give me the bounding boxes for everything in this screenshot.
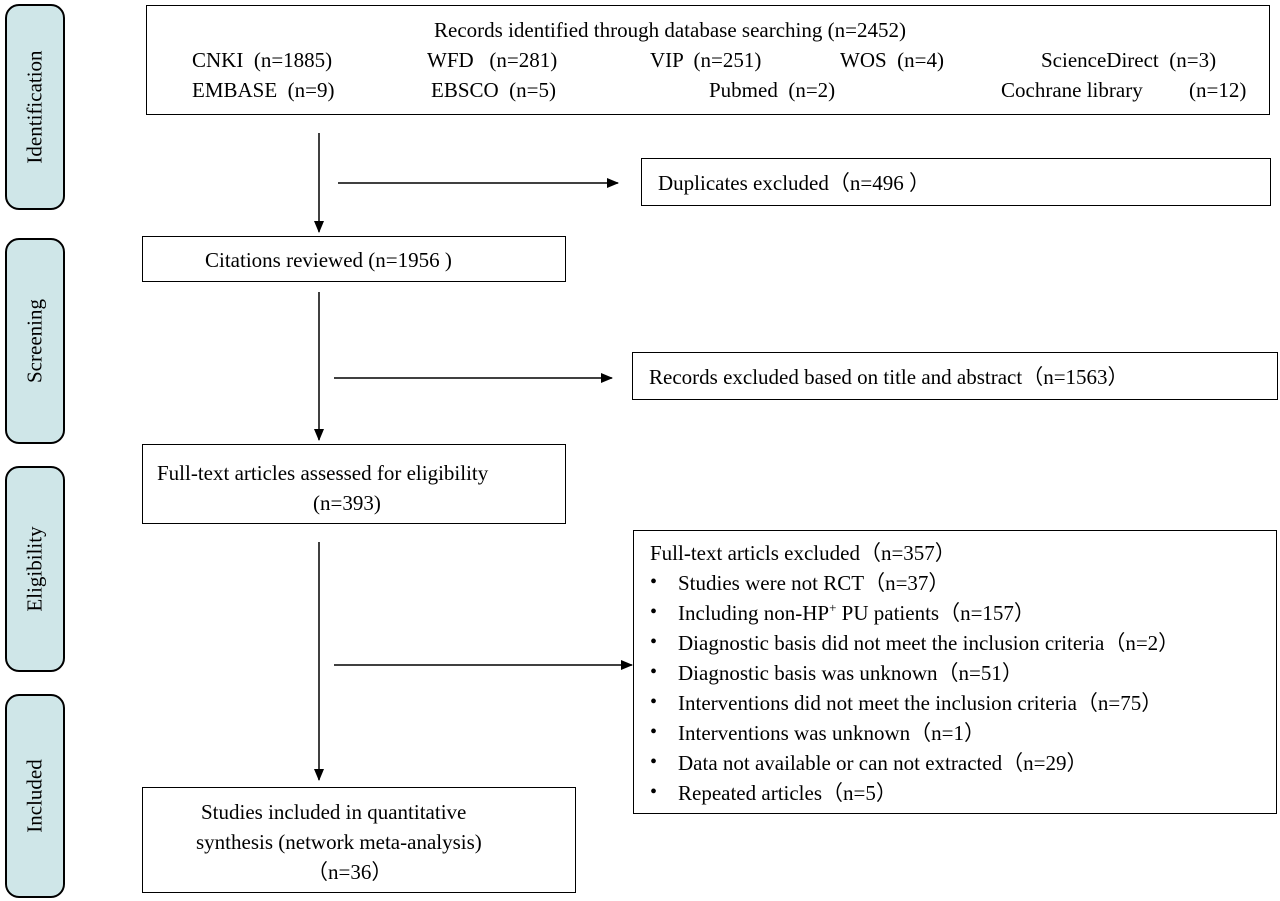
- db-cochrane-count: (n=12): [1189, 78, 1247, 102]
- exclusion-item: Interventions did not meet the inclusion…: [678, 691, 1163, 715]
- exclusion-item: Including non-HP+ PU patients（n=157）: [678, 600, 1035, 625]
- exclusion-item-text: Including non-HP: [678, 601, 830, 625]
- stage-included: Included: [5, 694, 65, 898]
- duplicates-excluded-text: Duplicates excluded（n=496 ）: [658, 171, 930, 195]
- db-wos: WOS (n=4): [840, 48, 944, 72]
- bullet: •: [650, 721, 658, 743]
- db-vip: VIP (n=251): [650, 48, 762, 72]
- fulltext-excluded-title: Full-text articls excluded（n=357）: [650, 541, 956, 565]
- bullet: •: [650, 661, 658, 683]
- exclusion-item: Studies were not RCT（n=37）: [678, 571, 950, 595]
- exclusion-item: Diagnostic basis was unknown（n=51）: [678, 661, 1023, 685]
- exclusion-item: Data not available or can not extracted（…: [678, 751, 1088, 775]
- stage-identification: Identification: [5, 4, 65, 210]
- bullet: •: [650, 631, 658, 653]
- records-excluded-box: Records excluded based on title and abst…: [632, 352, 1278, 400]
- citations-reviewed-text: Citations reviewed (n=1956 ): [205, 248, 452, 272]
- fulltext-excluded-box: Full-text articls excluded（n=357） • Stud…: [633, 530, 1277, 814]
- records-excluded-text: Records excluded based on title and abst…: [649, 365, 1129, 389]
- exclusion-item: Diagnostic basis did not meet the inclus…: [678, 631, 1180, 655]
- fulltext-assessed-count: (n=393): [313, 491, 381, 515]
- records-identified-title: Records identified through database sear…: [434, 18, 906, 42]
- citations-reviewed-box: Citations reviewed (n=1956 ): [142, 236, 566, 282]
- studies-included-line1: Studies included in quantitative: [201, 800, 467, 824]
- stage-eligibility: Eligibility: [5, 466, 65, 672]
- studies-included-box: Studies included in quantitative synthes…: [142, 787, 576, 893]
- exclusion-item: Repeated articles（n=5）: [678, 781, 897, 805]
- db-embase: EMBASE (n=9): [192, 78, 335, 102]
- exclusion-item: Interventions was unknown（n=1）: [678, 721, 985, 745]
- db-wfd: WFD (n=281): [427, 48, 558, 72]
- db-cnki: CNKI (n=1885): [192, 48, 333, 72]
- duplicates-excluded-box: Duplicates excluded（n=496 ）: [641, 158, 1271, 206]
- db-cochrane: Cochrane library: [1001, 78, 1143, 102]
- bullet: •: [650, 691, 658, 713]
- superscript: +: [829, 600, 837, 615]
- fulltext-assessed-box: Full-text articles assessed for eligibil…: [142, 444, 566, 524]
- fulltext-assessed-line1: Full-text articles assessed for eligibil…: [157, 461, 489, 485]
- bullet: •: [650, 571, 658, 593]
- bullet: •: [650, 781, 658, 803]
- records-identified-box: Records identified through database sear…: [146, 5, 1270, 115]
- db-pubmed: Pubmed (n=2): [709, 78, 836, 102]
- db-ebsco: EBSCO (n=5): [431, 78, 557, 102]
- bullet: •: [650, 601, 658, 623]
- studies-included-line2: synthesis (network meta-analysis): [196, 830, 482, 854]
- bullet: •: [650, 751, 658, 773]
- stage-screening: Screening: [5, 238, 65, 444]
- db-sciencedirect: ScienceDirect (n=3): [1041, 48, 1217, 72]
- studies-included-count: （n=36）: [307, 860, 393, 884]
- exclusion-item-rest: PU patients（n=157）: [836, 601, 1035, 625]
